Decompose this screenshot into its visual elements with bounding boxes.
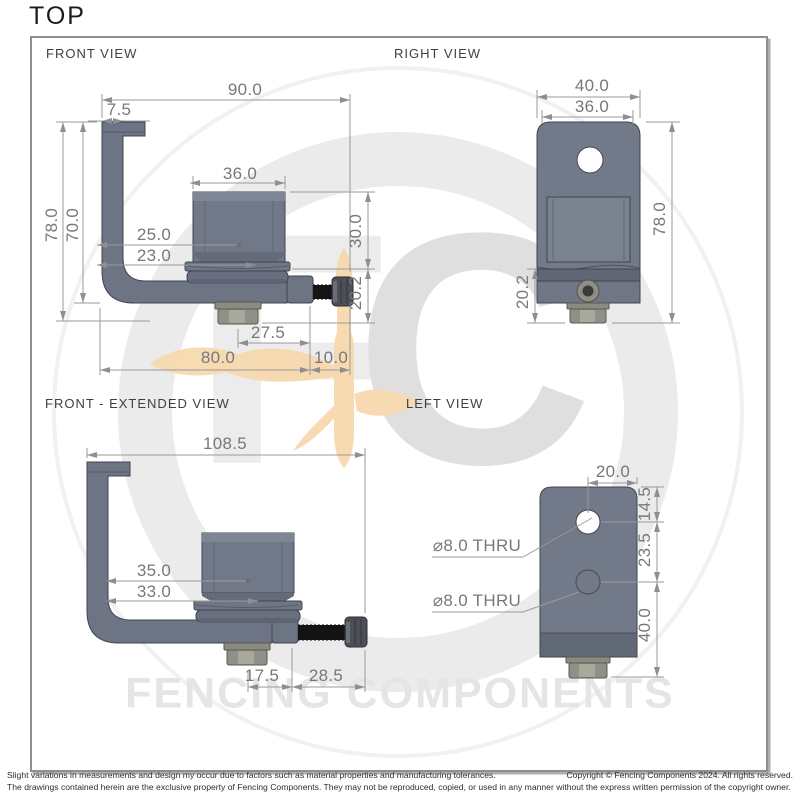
dim-front-offset-25: 25.0 xyxy=(136,225,172,244)
footer-copyright: Copyright © Fencing Components 2024. All… xyxy=(566,770,793,780)
dim-left-height-40: 40.0 xyxy=(635,607,654,643)
dim-left-offset-20: 20.0 xyxy=(595,462,631,481)
dim-front-height-30: 30.0 xyxy=(346,213,365,249)
dim-front-offset-23: 23.0 xyxy=(136,246,172,265)
right-view-label: RIGHT VIEW xyxy=(394,46,482,61)
footer-disclaimer-line2: The drawings contained herein are the ex… xyxy=(7,781,791,792)
dim-right-height-78: 78.0 xyxy=(650,201,669,237)
watermark-brand-text: FENCING COMPONENTS xyxy=(125,669,675,718)
dim-right-width-40: 40.0 xyxy=(574,76,610,95)
drawing-sheet-border xyxy=(30,36,768,772)
dim-ext-offset-33: 33.0 xyxy=(136,582,172,601)
dim-ext-width-108-5: 108.5 xyxy=(202,434,248,453)
dim-front-width-90: 90.0 xyxy=(227,80,263,99)
dim-front-width-80: 80.0 xyxy=(200,348,236,367)
dim-right-height-20-2: 20.2 xyxy=(513,274,532,310)
footer: Slight variations in measurements and de… xyxy=(7,770,793,793)
left-view-label: LEFT VIEW xyxy=(406,396,484,411)
dim-left-hole-top-14-5: 14.5 xyxy=(635,486,654,522)
dim-ext-offset-35: 35.0 xyxy=(136,561,172,580)
dim-front-lip-7-5: 7.5 xyxy=(106,100,132,119)
dim-ext-extension-28-5: 28.5 xyxy=(308,666,344,685)
callout-thru-hole-bottom: ⌀8.0 THRU xyxy=(432,591,522,610)
callout-thru-hole-top: ⌀8.0 THRU xyxy=(432,536,522,555)
dim-front-height-70: 70.0 xyxy=(63,207,82,243)
dim-front-width-10: 10.0 xyxy=(313,348,349,367)
front-view-label: FRONT VIEW xyxy=(46,46,138,61)
dim-front-tube-36: 36.0 xyxy=(222,164,258,183)
page-title: TOP xyxy=(29,2,86,30)
dim-left-hole-spacing-23-5: 23.5 xyxy=(635,532,654,568)
dim-right-tube-36: 36.0 xyxy=(574,97,610,116)
front-extended-view-label: FRONT - EXTENDED VIEW xyxy=(45,396,230,411)
footer-disclaimer-line1: Slight variations in measurements and de… xyxy=(7,770,496,780)
dim-ext-offset-17-5: 17.5 xyxy=(244,666,280,685)
dim-front-height-78: 78.0 xyxy=(42,207,61,243)
dim-front-height-20-2: 20.2 xyxy=(346,275,365,311)
watermark-letter-c: C xyxy=(354,163,594,533)
dim-front-offset-27-5: 27.5 xyxy=(250,323,286,342)
